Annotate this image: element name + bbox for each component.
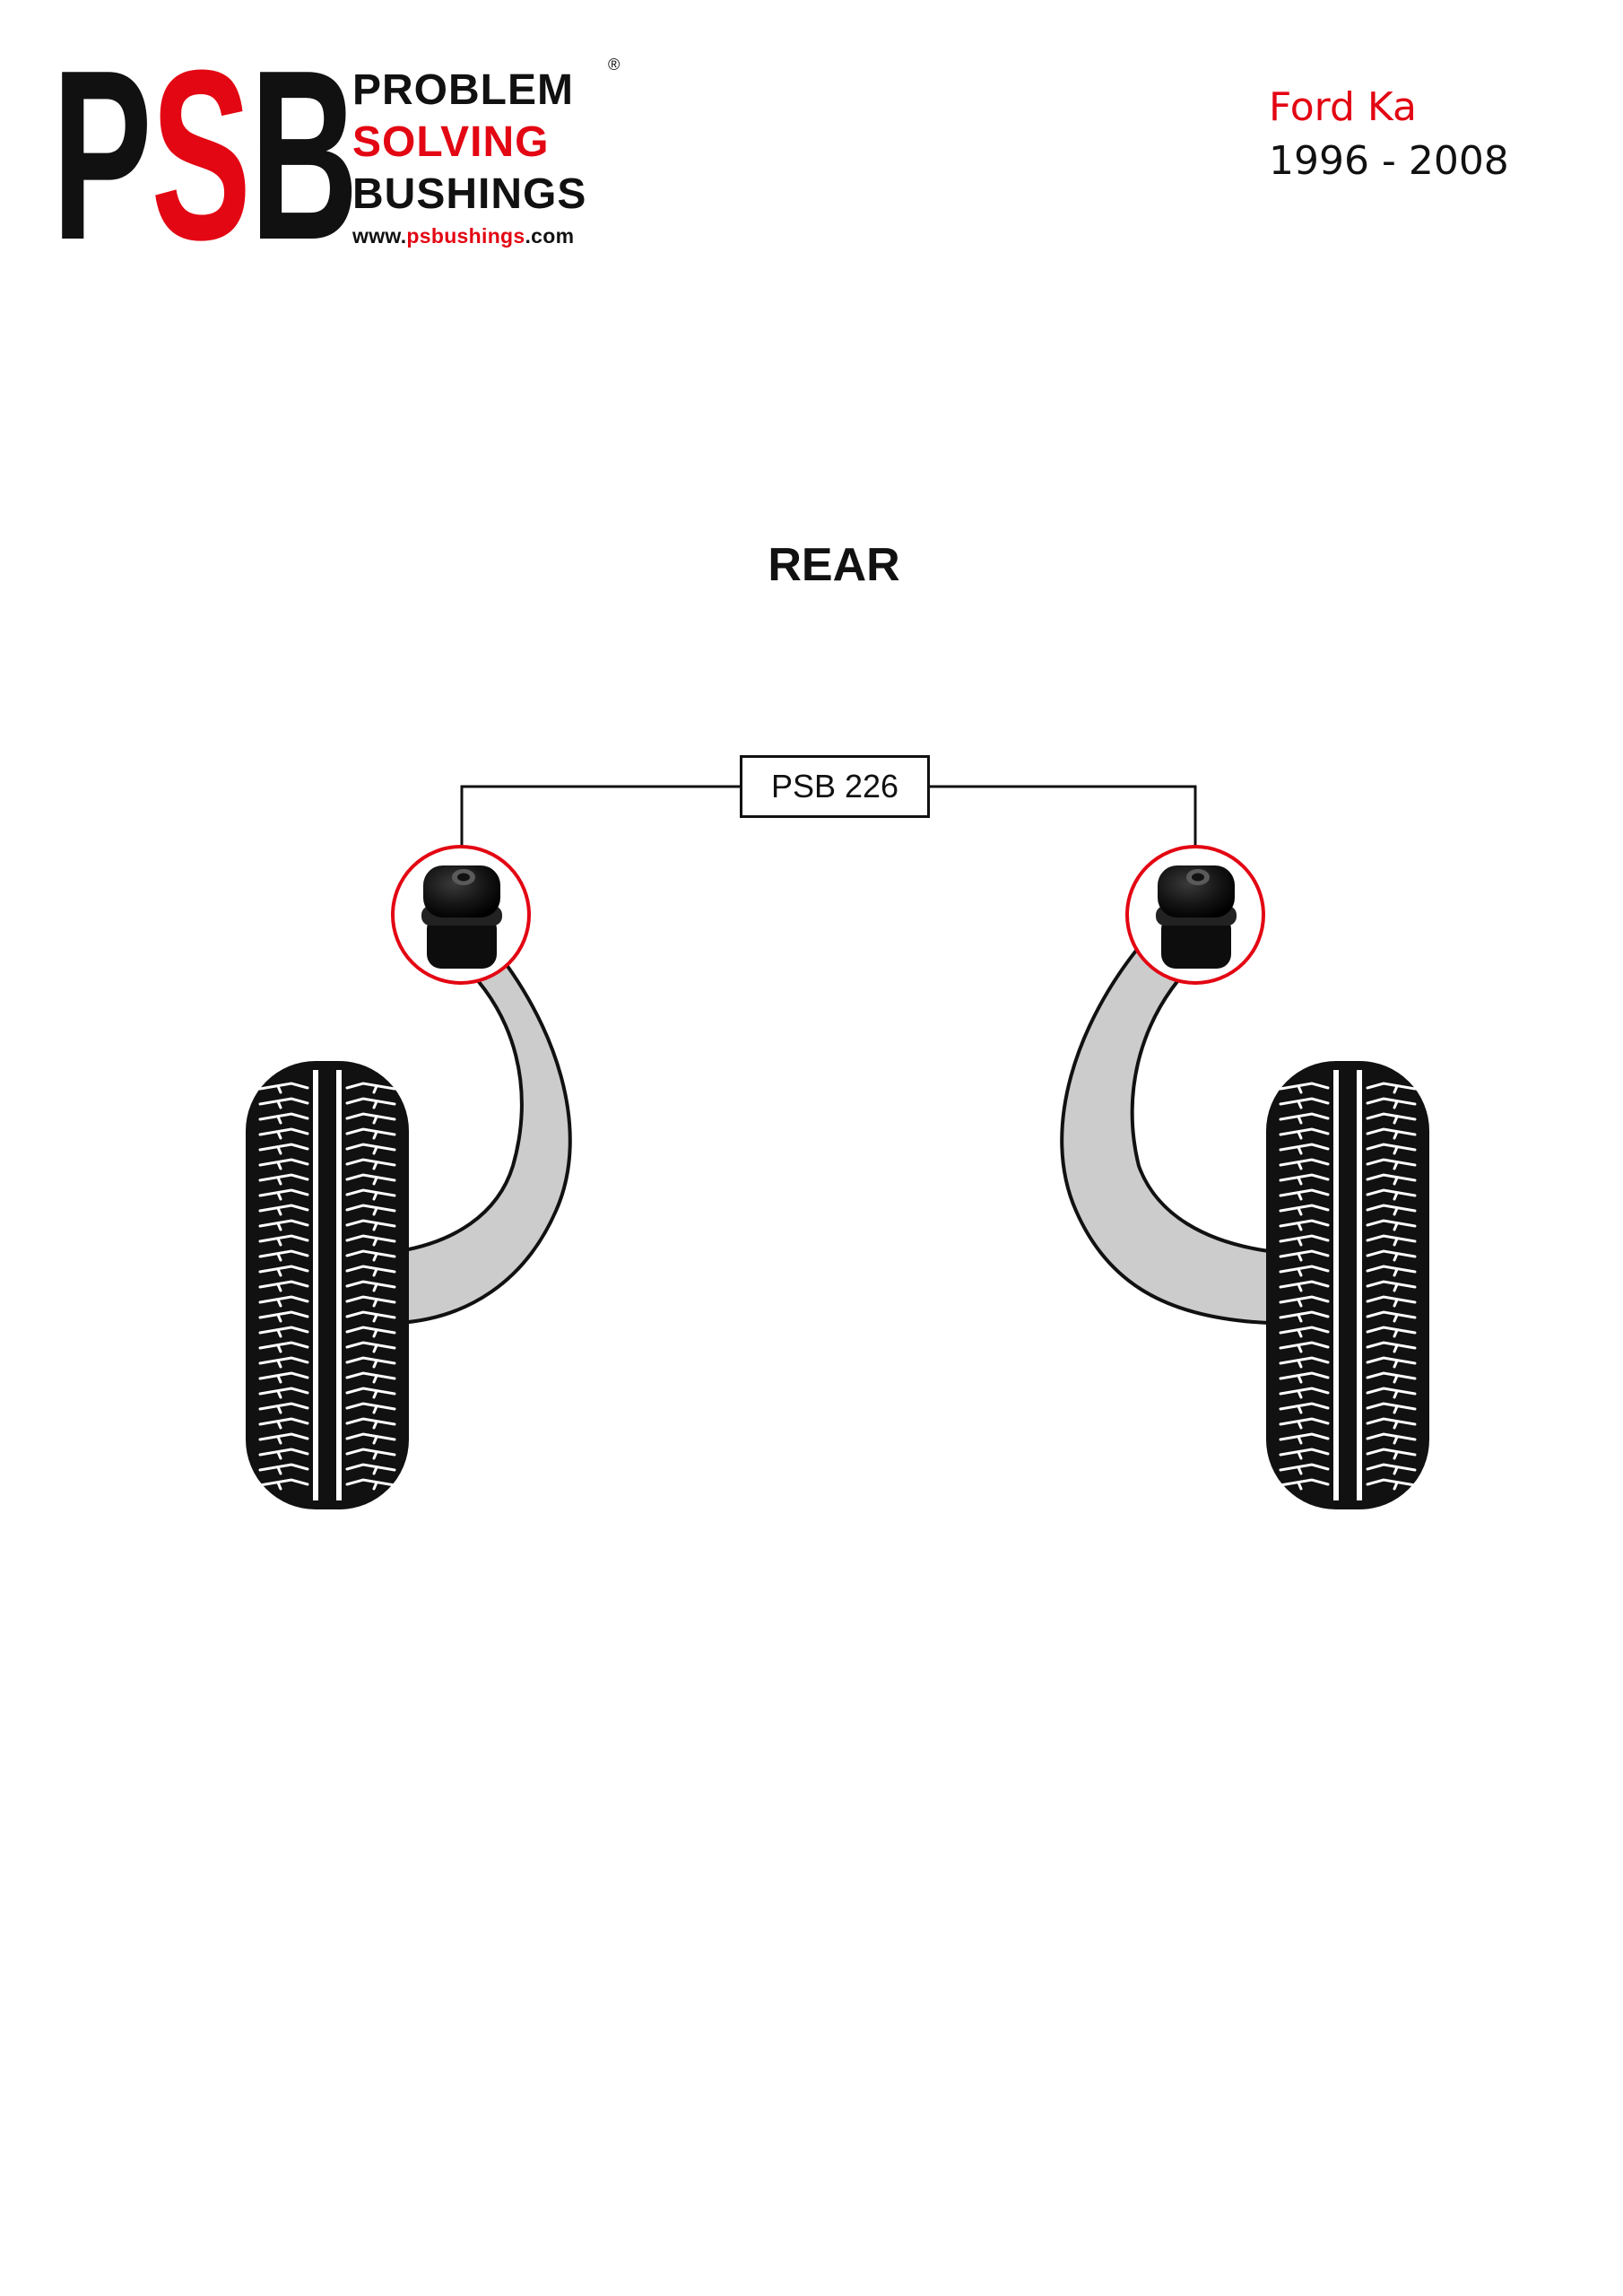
logo-letter-p: P [52,21,152,291]
logo-letter-b: B [249,21,359,291]
left-control-arm [397,939,572,1326]
left-bushing [391,845,531,985]
right-tyre [1264,1059,1431,1511]
part-connector-lines [460,785,1197,857]
logo-letters: PSB [52,21,359,291]
vehicle-info: Ford Ka 1996 - 2008 [1269,81,1509,188]
logo-letter-s: S [151,21,251,291]
right-bushing [1125,845,1265,985]
psb-logo: PSB PROBLEM SOLVING BUSHINGS www.psbushi… [52,35,626,277]
vehicle-model: Ford Ka [1269,84,1417,130]
section-title: REAR [768,539,900,591]
logo-wordmark: PROBLEM SOLVING BUSHINGS www.psbushings.… [352,65,586,248]
logo-website-prefix: www. [352,224,407,248]
part-number-label: PSB 226 [740,755,930,818]
logo-line-problem: PROBLEM [352,66,574,114]
right-control-arm [1060,939,1271,1326]
logo-line-solving: SOLVING [352,118,550,166]
vehicle-years: 1996 - 2008 [1269,138,1509,184]
logo-website-brand: psbushings [406,224,525,248]
logo-website-suffix: .com [525,224,575,248]
logo-line-bushings: BUSHINGS [352,170,587,218]
left-tyre [244,1059,411,1511]
logo-website: www.psbushings.com [352,224,586,248]
registered-mark: ® [608,56,621,74]
